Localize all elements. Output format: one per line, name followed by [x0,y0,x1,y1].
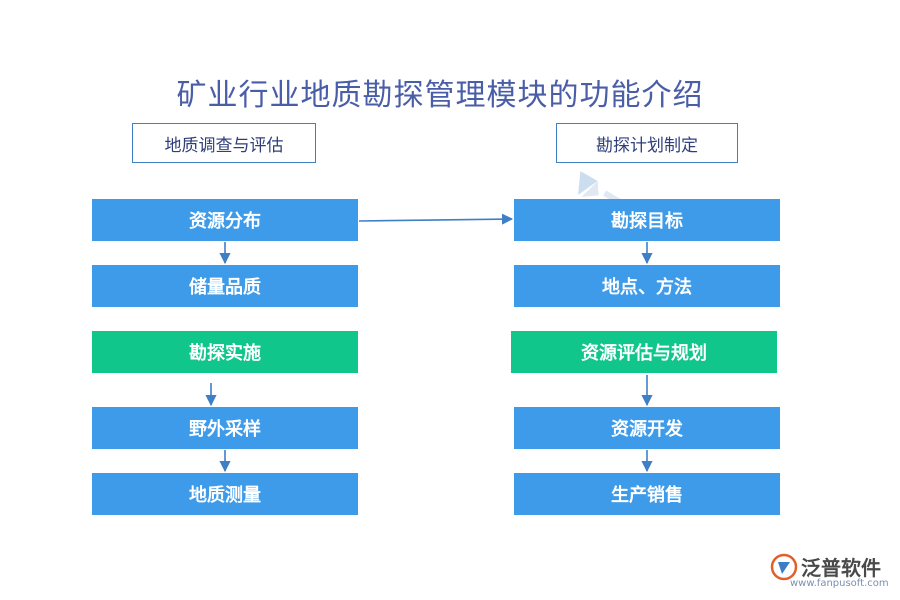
brand-logo-icon [770,553,798,580]
node-field-sampling: 野外采样 [92,407,358,449]
node-exploration-target: 勘探目标 [514,199,780,241]
node-resource-development: 资源开发 [514,407,780,449]
node-reserve-quality: 储量品质 [92,265,358,307]
node-resource-distribution: 资源分布 [92,199,358,241]
header-exploration-plan: 勘探计划制定 [556,123,738,163]
brand-url: www.fanpusoft.com [790,578,889,589]
node-geological-survey: 地质测量 [92,473,358,515]
brand-logo: 泛普软件 [770,552,881,581]
arrow-distribution-to-target [358,213,514,225]
node-location-method: 地点、方法 [514,265,780,307]
header-geological-survey-evaluation: 地质调查与评估 [132,123,316,163]
node-resource-evaluation-planning: 资源评估与规划 [511,331,777,373]
diagram-title: 矿业行业地质勘探管理模块的功能介绍 [176,78,704,113]
brand-name: 泛普软件 [801,556,881,580]
node-production-sales: 生产销售 [514,473,780,515]
node-exploration-implementation: 勘探实施 [92,331,358,373]
